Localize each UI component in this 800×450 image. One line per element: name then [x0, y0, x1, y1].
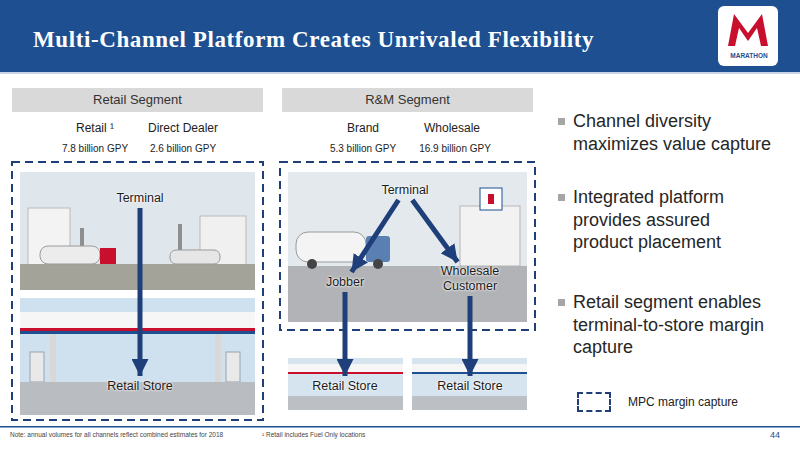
flow-arrow: [468, 296, 473, 376]
node-text: Retail Store: [312, 379, 377, 394]
node-text: Retail Store: [107, 379, 172, 394]
channel-volume: 7.8 billion GPY: [45, 143, 145, 156]
wholesale-customer-label: Wholesale Customer: [430, 262, 510, 296]
channel-name: Brand: [313, 121, 413, 136]
bullet-text: Channel diversity maximizes value captur…: [573, 110, 783, 155]
terminal-photo: [20, 172, 255, 290]
flow-arrow: [343, 292, 348, 376]
channel-volume: 16.9 billion GPY: [402, 143, 508, 156]
node-text: Retail Segment: [93, 92, 182, 108]
flow-arrow: [352, 200, 399, 272]
terminal-label: Terminal: [100, 188, 180, 208]
bullet-text: Retail segment enables terminal-to-store…: [573, 291, 778, 359]
node-text: Terminal: [381, 183, 428, 198]
node-text: Terminal: [116, 191, 163, 206]
channel-name: Wholesale: [402, 121, 502, 136]
retail-store-photo: [20, 298, 255, 415]
legend-entry: MPC margin capture: [577, 392, 738, 412]
page-number: 44: [740, 430, 780, 441]
node-text: Jobber: [326, 275, 364, 290]
footnote: Note: annual volumes for all channels re…: [10, 431, 260, 439]
flow-arrow: [138, 208, 143, 376]
node-text: Retail Store: [437, 379, 502, 394]
rm-retail-store-photos: [288, 358, 527, 410]
bullet-text: Integrated platform provides assured pro…: [573, 186, 768, 254]
node-text: R&M Segment: [365, 92, 450, 108]
retail-store-label: Retail Store: [95, 376, 185, 396]
legend-text: MPC margin capture: [628, 395, 738, 409]
jobber-label: Jobber: [315, 272, 375, 292]
channel-name: Retail ¹: [55, 121, 135, 136]
slide-title: Multi-Channel Platform Creates Unrivaled…: [33, 27, 594, 53]
segment-header: R&M Segment: [282, 88, 533, 112]
footnote: ¹ Retail includes Fuel Only locations: [262, 431, 462, 439]
channel-name: Direct Dealer: [133, 121, 233, 136]
node-text: Wholesale Customer: [430, 264, 510, 294]
segment-header: Retail Segment: [12, 88, 263, 112]
company-logo: [718, 6, 778, 66]
flow-arrow: [412, 200, 457, 262]
channel-volume: 5.3 billion GPY: [313, 143, 413, 156]
bullet-marker: [558, 118, 565, 306]
margin-capture-outline: [12, 162, 535, 420]
channel-volume: 2.6 billion GPY: [133, 143, 233, 156]
terminal-label: Terminal: [365, 180, 445, 200]
legend-sample: [577, 392, 611, 412]
title-bar: [0, 0, 800, 74]
retail-store-label: Retail Store: [425, 376, 515, 396]
footer-rule: [0, 426, 800, 428]
retail-store-label: Retail Store: [300, 376, 390, 396]
logo-wordmark: MARATHON: [721, 52, 777, 60]
rm-terminal-photo: [288, 172, 527, 322]
